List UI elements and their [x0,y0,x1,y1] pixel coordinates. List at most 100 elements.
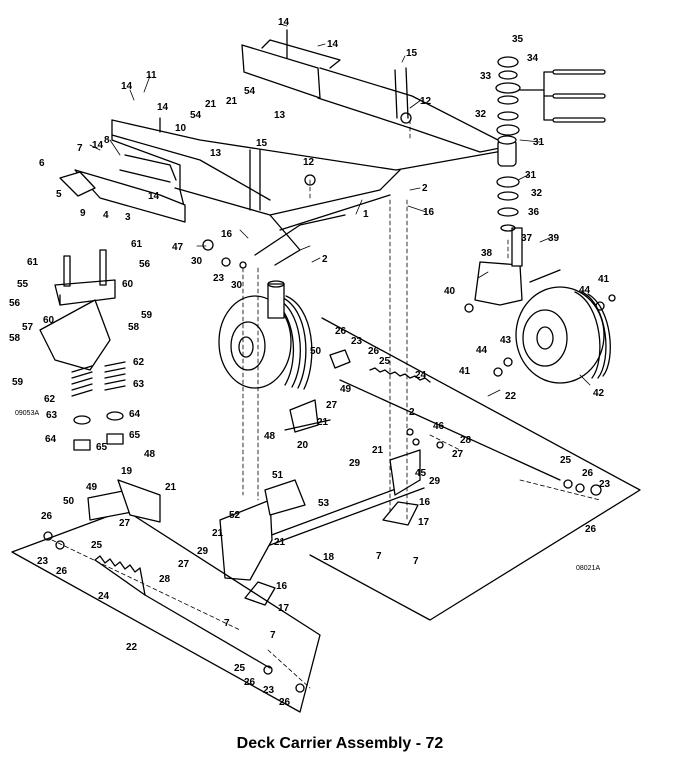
callout-16: 16 [419,497,431,508]
callout-27: 27 [119,518,131,529]
callout-4: 4 [103,210,109,221]
callout-23: 23 [351,336,363,347]
callout-22: 22 [126,642,138,653]
callout-16: 16 [423,207,435,218]
callout-13: 13 [274,110,286,121]
callout-1: 1 [363,209,369,220]
callout-62: 62 [44,394,56,405]
callout-10: 10 [175,123,187,134]
figure-code-left: 09053A [15,410,39,417]
callout-50: 50 [310,346,322,357]
callout-48: 48 [264,431,276,442]
callout-64: 64 [129,409,141,420]
callout-26: 26 [244,677,256,688]
callout-21: 21 [226,96,238,107]
callout-21: 21 [212,528,224,539]
callout-17: 17 [418,517,430,528]
callout-28: 28 [460,435,472,446]
callout-24: 24 [98,591,110,602]
callout-13: 13 [210,148,222,159]
front-caster-wheel [218,280,313,390]
callout-2: 2 [322,254,328,265]
callout-54: 54 [190,110,202,121]
callout-12: 12 [420,96,432,107]
callout-labels: 14 14 15 12 35 34 33 32 31 31 32 36 37 3… [9,17,611,708]
callout-23: 23 [263,685,275,696]
callout-56: 56 [139,259,151,270]
callout-27: 27 [178,559,190,570]
callout-14: 14 [278,17,290,28]
callout-36: 36 [528,207,540,218]
leader-lines [89,23,591,397]
callout-34: 34 [527,53,539,64]
callout-62: 62 [133,357,145,368]
callout-26: 26 [41,511,53,522]
callout-7: 7 [224,618,230,629]
callout-25: 25 [560,455,572,466]
callout-63: 63 [133,379,145,390]
callout-41: 41 [598,274,610,285]
callout-61: 61 [131,239,143,250]
callout-59: 59 [12,377,24,388]
callout-26: 26 [279,697,291,708]
callout-54: 54 [244,86,256,97]
callout-18: 18 [323,552,335,563]
callout-53: 53 [318,498,330,509]
callout-14: 14 [121,81,133,92]
callout-27: 27 [326,400,338,411]
callout-15: 15 [256,138,268,149]
callout-21: 21 [165,482,177,493]
callout-28: 28 [159,574,171,585]
hardware-parts [43,112,616,693]
callout-63: 63 [46,410,58,421]
callout-25: 25 [234,663,246,674]
callout-21: 21 [317,417,329,428]
bolts [159,29,409,211]
callout-14: 14 [148,191,160,202]
right-caster-wheel [474,227,611,384]
callout-19: 19 [121,466,133,477]
callout-52: 52 [229,510,241,521]
callout-22: 22 [505,391,517,402]
callout-16: 16 [221,229,233,240]
callout-31: 31 [525,170,537,181]
callout-8: 8 [104,135,110,146]
callout-26: 26 [56,566,68,577]
callout-44: 44 [476,345,488,356]
callout-60: 60 [122,279,134,290]
callout-3: 3 [125,212,131,223]
callout-21: 21 [274,537,286,548]
callout-15: 15 [406,48,418,59]
diagram-caption: Deck Carrier Assembly - 72 [236,735,444,752]
callout-39: 39 [548,233,560,244]
callout-12: 12 [303,157,315,168]
spindle-stack [495,56,606,232]
callout-32: 32 [475,109,487,120]
callout-2: 2 [422,183,428,194]
callout-26: 26 [585,524,597,535]
callout-17: 17 [278,603,290,614]
callout-58: 58 [128,322,140,333]
callout-46: 46 [433,421,445,432]
callout-42: 42 [593,388,605,399]
callout-59: 59 [141,310,153,321]
callout-45: 45 [415,468,427,479]
callout-44: 44 [579,285,591,296]
callout-30: 30 [231,280,243,291]
callout-43: 43 [500,335,512,346]
callout-58: 58 [9,333,21,344]
callout-24: 24 [415,370,427,381]
callout-14: 14 [327,39,339,50]
callout-60: 60 [43,315,55,326]
slide-bracket-assembly [59,154,186,223]
callout-29: 29 [429,476,441,487]
callout-51: 51 [272,470,284,481]
callout-38: 38 [481,248,493,259]
centerlines [51,119,601,689]
callout-50: 50 [63,496,75,507]
lower-arm-assembly [219,399,425,606]
callout-21: 21 [372,445,384,456]
callout-41: 41 [459,366,471,377]
callout-57: 57 [22,322,34,333]
callout-25: 25 [91,540,103,551]
